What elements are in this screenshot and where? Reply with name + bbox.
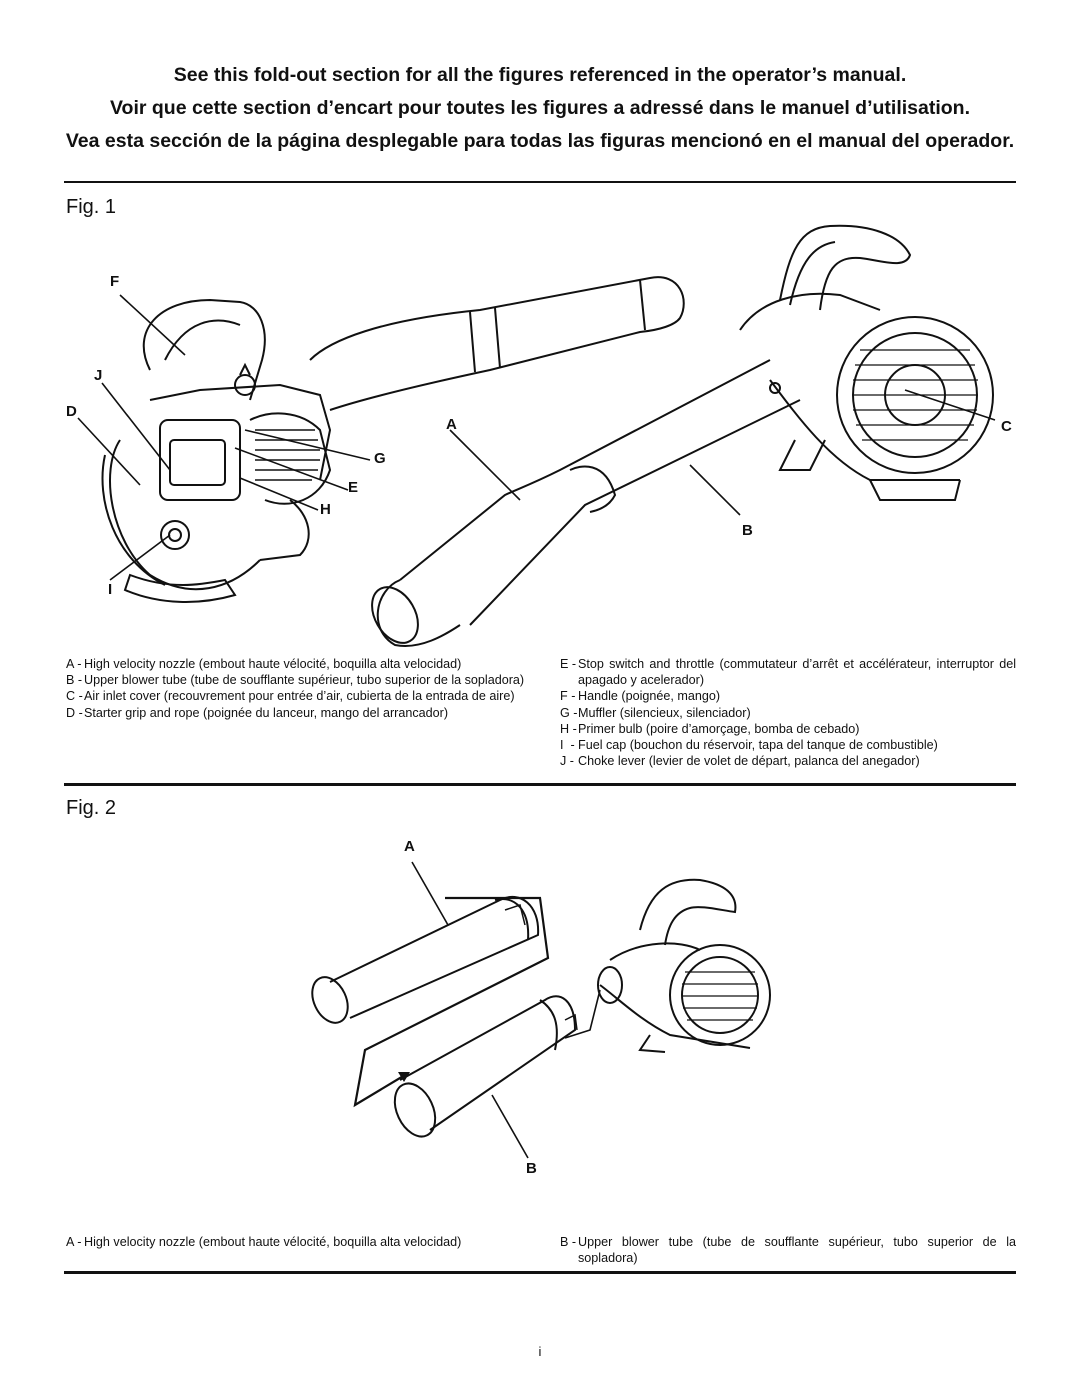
small-blower-illustration xyxy=(597,878,771,1053)
fig1-callout-b: B xyxy=(742,522,753,539)
fig1-legend-left: A -High velocity nozzle (embout haute vé… xyxy=(66,656,526,721)
fig1-callout-h: H xyxy=(320,501,331,518)
fig1-callout-e: E xyxy=(348,479,359,496)
legend-item-c: C -Air inlet cover (recouvrement pour en… xyxy=(66,689,515,704)
fig1-leader-lines xyxy=(77,294,996,581)
legend-item-b: B -Upper blower tube (tube de soufflante… xyxy=(66,673,525,688)
assembly-arrow xyxy=(353,896,550,1108)
fig2-title: Fig. 2 xyxy=(66,797,117,819)
intro-english: See this fold-out section for all the fi… xyxy=(173,64,907,86)
fig1-illustration xyxy=(77,224,996,647)
legend-item-e: E -Stop switch and throttle (commutateur… xyxy=(560,657,1016,688)
fig1-legend-right: E -Stop switch and throttle (commutateur… xyxy=(560,656,1016,769)
intro-spanish: Vea esta sección de la página desplegabl… xyxy=(65,130,1015,152)
fig1-callout-f: F xyxy=(110,273,120,290)
fig2-callout-a: A xyxy=(404,838,415,855)
page-number: i xyxy=(538,1344,542,1359)
fig2-legend-right: B -Upper blower tube (tube de soufflante… xyxy=(560,1234,1016,1266)
fig1-callout-i: I xyxy=(108,581,113,598)
fig1-callout-j: J xyxy=(94,367,103,384)
legend-item-g: G -Muffler (silencieux, silenciador) xyxy=(560,705,751,720)
fig1-callout-a: A xyxy=(446,416,457,433)
divider-middle xyxy=(64,783,1016,786)
fig2-legend-left: A -High velocity nozzle (embout haute vé… xyxy=(66,1234,526,1250)
legend-item-d: D -Starter grip and rope (poignée du lan… xyxy=(66,705,449,720)
legend-item-a: A -High velocity nozzle (embout haute vé… xyxy=(66,1235,462,1249)
upper-blower-tube-illustration xyxy=(393,995,578,1138)
intro-french: Voir que cette section d’encart pour tou… xyxy=(109,97,971,119)
legend-item-i: I -Fuel cap (bouchon du réservoir, tapa … xyxy=(560,738,938,753)
fig1-callout-g: G xyxy=(374,450,386,467)
fig2-callout-b: B xyxy=(526,1160,537,1177)
fig1-callout-c: C xyxy=(1001,418,1012,435)
legend-item-j: J -Choke lever (levier de volet de dépar… xyxy=(560,754,920,769)
blower-engine-illustration xyxy=(101,276,685,603)
divider-bottom xyxy=(64,1271,1016,1274)
legend-item-h: H -Primer bulb (poire d’amorçage, bomba … xyxy=(560,721,860,736)
intro-heading: See this fold-out section for all the fi… xyxy=(64,62,1016,155)
legend-item-b: B -Upper blower tube (tube de soufflante… xyxy=(560,1235,1016,1266)
fig1-title: Fig. 1 xyxy=(66,196,117,218)
legend-item-a: A -High velocity nozzle (embout haute vé… xyxy=(66,657,462,671)
fig1-callout-d: D xyxy=(66,403,77,420)
divider-top xyxy=(64,181,1016,183)
legend-item-f: F -Handle (poignée, mango) xyxy=(560,689,721,704)
nozzle-illustration xyxy=(311,895,540,1024)
blower-right-illustration xyxy=(371,224,994,647)
